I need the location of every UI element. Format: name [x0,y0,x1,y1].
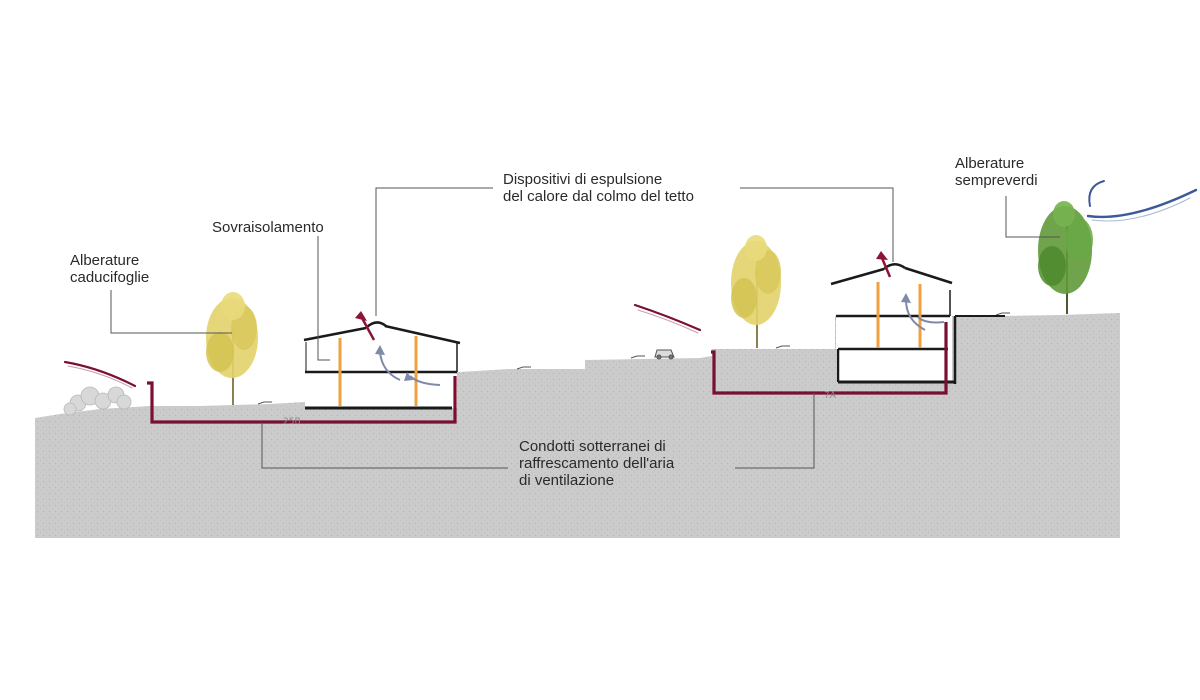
house-left [303,311,461,410]
label-alberature-sempreverdi: Alberature sempreverdi [955,155,1038,189]
label-line: sempreverdi [955,172,1038,189]
label-sovraisolamento: Sovraisolamento [212,219,324,236]
roof [830,266,953,286]
section-tag-left: 25B [283,417,301,427]
leader-condotti-left [261,422,508,469]
bush-icon [63,386,132,416]
arrow-up-icon [355,311,376,341]
tree-icon [731,235,781,348]
leader-dispositivi-left [375,187,493,316]
section-tag-right: 7A [824,391,837,401]
label-line: raffrescamento dell'aria [519,455,675,472]
leader-condotti-right [735,393,815,469]
wind-icon [1086,180,1198,222]
label-alberature-caducifoglie: Alberature caducifoglie [70,252,149,286]
label-line: Sovraisolamento [212,219,324,236]
label-condotti: Condotti sotterranei di raffrescamento d… [519,438,674,489]
underground-duct [711,322,948,395]
label-line: caducifoglie [70,269,150,286]
label-line: Dispositivi di espulsione [503,171,663,188]
leader-lines [110,187,1060,469]
leader-alberature-sempreverdi [1005,196,1060,238]
label-line: del calore dal colmo del tetto [503,188,694,205]
underground-duct [147,376,457,424]
curved-arrow-icon [901,293,945,331]
label-line: Alberature [955,155,1025,172]
leader-alberature-caducifoglie [110,290,232,334]
label-line: di ventilazione [519,472,615,489]
evergreen-tree-icon [1038,201,1093,314]
house-right [830,251,1005,384]
arrow-up-icon [876,251,892,278]
leader-sovraisolamento [317,236,330,361]
car-icon [654,349,675,360]
roof [303,324,461,345]
curved-arrow-icon [375,345,441,386]
label-line: Condotti sotterranei di [519,438,666,455]
label-dispositivi: Dispositivi di espulsione del calore dal… [503,171,694,205]
wind-icon [63,303,702,389]
leader-dispositivi-right [740,187,894,262]
ground-terrain [35,313,1120,538]
label-line: Alberature [70,252,140,269]
tree-icon [206,292,258,405]
